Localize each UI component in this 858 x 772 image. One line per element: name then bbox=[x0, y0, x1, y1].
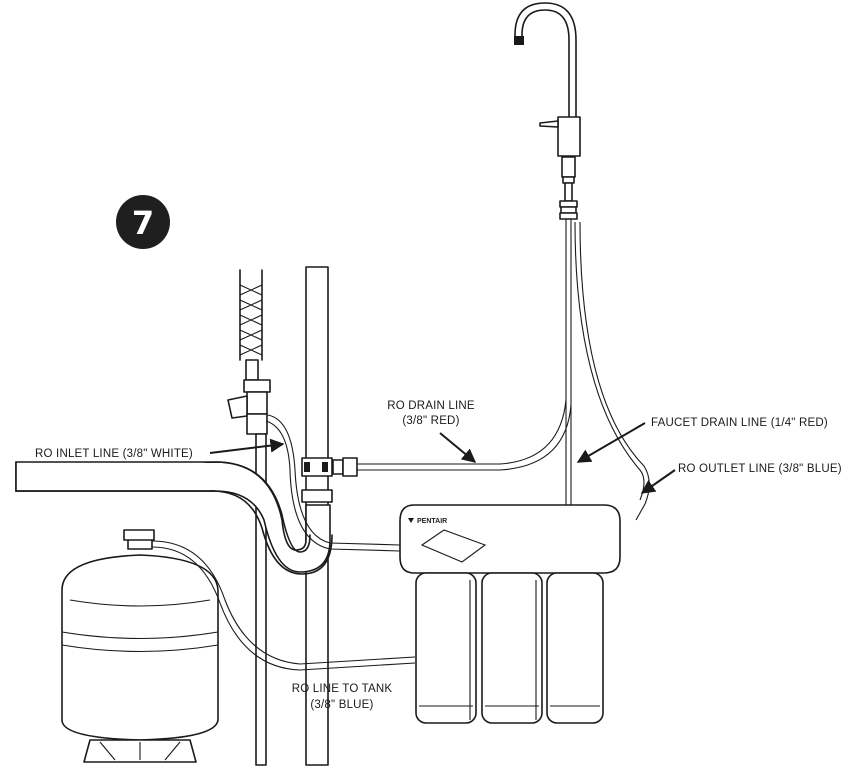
step-number: 7 bbox=[132, 204, 154, 242]
label-ro-drain-line1: RO DRAIN LINE bbox=[387, 400, 475, 412]
arrow-faucet-drain bbox=[576, 422, 646, 463]
pentair-logo-icon: PENTAIR bbox=[408, 518, 447, 525]
faucet bbox=[514, 2, 581, 505]
label-ro-outlet: RO OUTLET LINE (3/8" BLUE) bbox=[678, 463, 842, 475]
label-ro-drain-line2: (3/8" RED) bbox=[402, 415, 459, 427]
label-ro-tank-line1: RO LINE TO TANK bbox=[292, 683, 393, 695]
arrow-ro-outlet bbox=[640, 469, 676, 494]
label-ro-inlet: RO INLET LINE (3/8" WHITE) bbox=[35, 448, 193, 460]
storage-tank bbox=[61, 529, 219, 763]
flex-supply-hose bbox=[227, 269, 271, 766]
arrow-ro-drain bbox=[439, 432, 477, 463]
ro-unit: PENTAIR bbox=[399, 504, 621, 724]
label-ro-tank-line2: (3/8" BLUE) bbox=[310, 699, 373, 711]
brand-logo-text: PENTAIR bbox=[417, 518, 447, 525]
label-faucet-drain: FAUCET DRAIN LINE (1/4" RED) bbox=[651, 417, 828, 429]
arrow-ro-inlet bbox=[209, 438, 285, 454]
step-badge: 7 bbox=[116, 195, 170, 249]
drain-pipe bbox=[15, 461, 333, 575]
drain-saddle bbox=[301, 457, 358, 503]
